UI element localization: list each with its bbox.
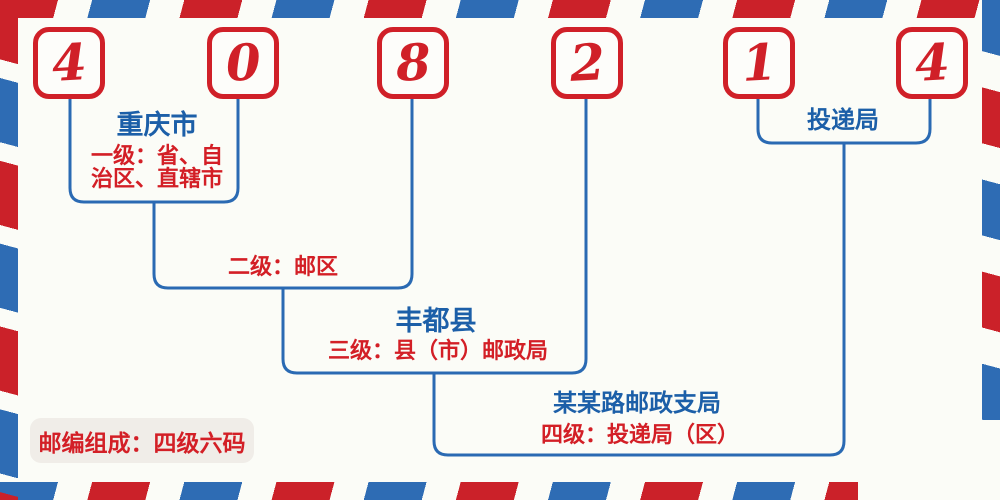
delivery-bureau-label: 投递局	[807, 108, 879, 134]
level1-city-name: 重庆市	[116, 110, 198, 140]
digit-box-3: 8	[377, 27, 449, 99]
digit-5: 1	[740, 32, 778, 93]
digit-1: 4	[50, 32, 88, 93]
level4-branch-name: 某某路邮政支局	[553, 391, 721, 417]
digit-box-5: 1	[723, 27, 795, 99]
level3-desc: 三级：县（市）邮政局	[327, 338, 549, 363]
digit-2: 0	[224, 32, 262, 93]
digit-4: 2	[568, 32, 606, 93]
digit-box-6: 4	[896, 27, 968, 99]
digit-box-2: 0	[207, 27, 279, 99]
airmail-border-left	[0, 0, 18, 500]
composition-note: 邮编组成：四级六码	[38, 430, 246, 456]
level3-county-name: 丰都县	[395, 306, 477, 336]
level2-desc: 二级：邮区	[227, 254, 339, 279]
digit-6: 4	[913, 32, 951, 93]
level1-desc-line2: 治区、直辖市	[90, 166, 224, 191]
composition-badge: 邮编组成：四级六码	[30, 418, 254, 463]
airmail-border-right	[982, 0, 1000, 420]
level4-desc: 四级：投递局（区）	[540, 422, 740, 447]
level1-desc-line1: 一级：省、自	[90, 143, 224, 168]
airmail-border-top	[0, 0, 1000, 18]
digit-box-4: 2	[551, 27, 623, 99]
digit-3: 8	[394, 32, 432, 93]
airmail-border-bottom	[0, 482, 858, 500]
digit-box-1: 4	[33, 27, 105, 99]
